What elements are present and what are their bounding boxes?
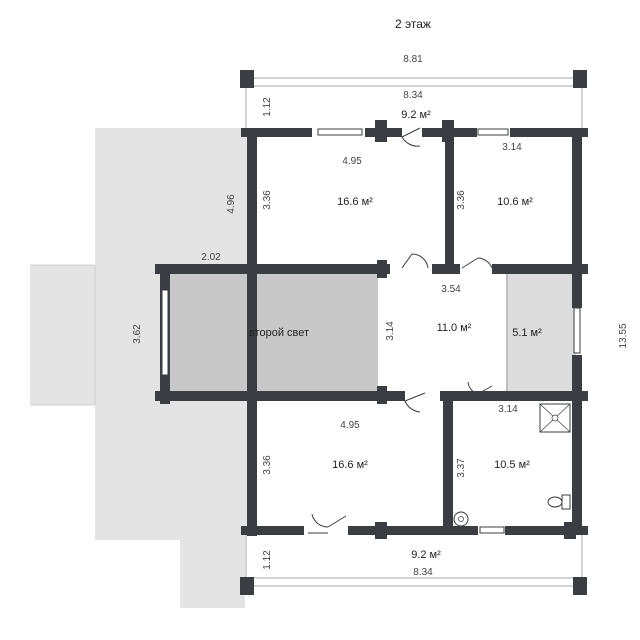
- hall-area: 11.0 м²: [437, 322, 472, 334]
- dim-overall-height: 13.55: [618, 323, 629, 348]
- second-light-area: [168, 272, 378, 392]
- dim-room-bl-depth: 3.36: [262, 455, 273, 475]
- shower-icon: [539, 403, 571, 433]
- closet-area-label: 5.1 м²: [512, 327, 542, 339]
- closet-area: [508, 272, 576, 392]
- dim-room-tr-depth: 3.36: [456, 190, 467, 210]
- dim-top-balcony-width: 8.34: [403, 90, 423, 101]
- sink-icon: [453, 511, 469, 527]
- dim-room-bl-width: 4.95: [340, 420, 360, 431]
- toilet-icon: [547, 494, 571, 510]
- room-top-left-area: 16.6 м²: [337, 196, 373, 208]
- room-top-right-area: 10.6 м²: [497, 196, 533, 208]
- dim-bottom-balcony-width: 8.34: [413, 567, 433, 578]
- balcony-top-area: 9.2 м²: [401, 109, 431, 121]
- dim-bath-depth: 3.37: [456, 458, 467, 478]
- room-bottom-left-area: 16.6 м²: [332, 459, 368, 471]
- walls: [155, 70, 588, 595]
- dim-second-light-width: 2.02: [201, 252, 221, 263]
- dim-top-balcony-depth: 1.12: [262, 97, 273, 117]
- windows: [161, 128, 581, 534]
- dim-second-light-height: 3.14: [385, 321, 396, 341]
- dim-terrace-depth: 4.96: [226, 194, 237, 214]
- floor-title: 2 этаж: [395, 17, 431, 31]
- dim-room-tr-width: 3.14: [502, 142, 522, 153]
- second-light-label: второй свет: [249, 327, 309, 339]
- dim-hall-width: 3.54: [441, 284, 461, 295]
- dim-bath-width: 3.14: [498, 404, 518, 415]
- dim-room-tl-depth: 3.36: [262, 190, 273, 210]
- dim-bottom-balcony-depth: 1.12: [262, 550, 273, 570]
- dim-room-tl-width: 4.95: [342, 156, 362, 167]
- balcony-bottom-area: 9.2 м²: [411, 549, 441, 561]
- doors: [308, 127, 493, 534]
- dim-terrace-length: 3.62: [132, 324, 143, 344]
- bathroom-area: 10.5 м²: [494, 459, 530, 471]
- terrace-area: [30, 128, 255, 608]
- dim-overall-width: 8.81: [403, 54, 423, 65]
